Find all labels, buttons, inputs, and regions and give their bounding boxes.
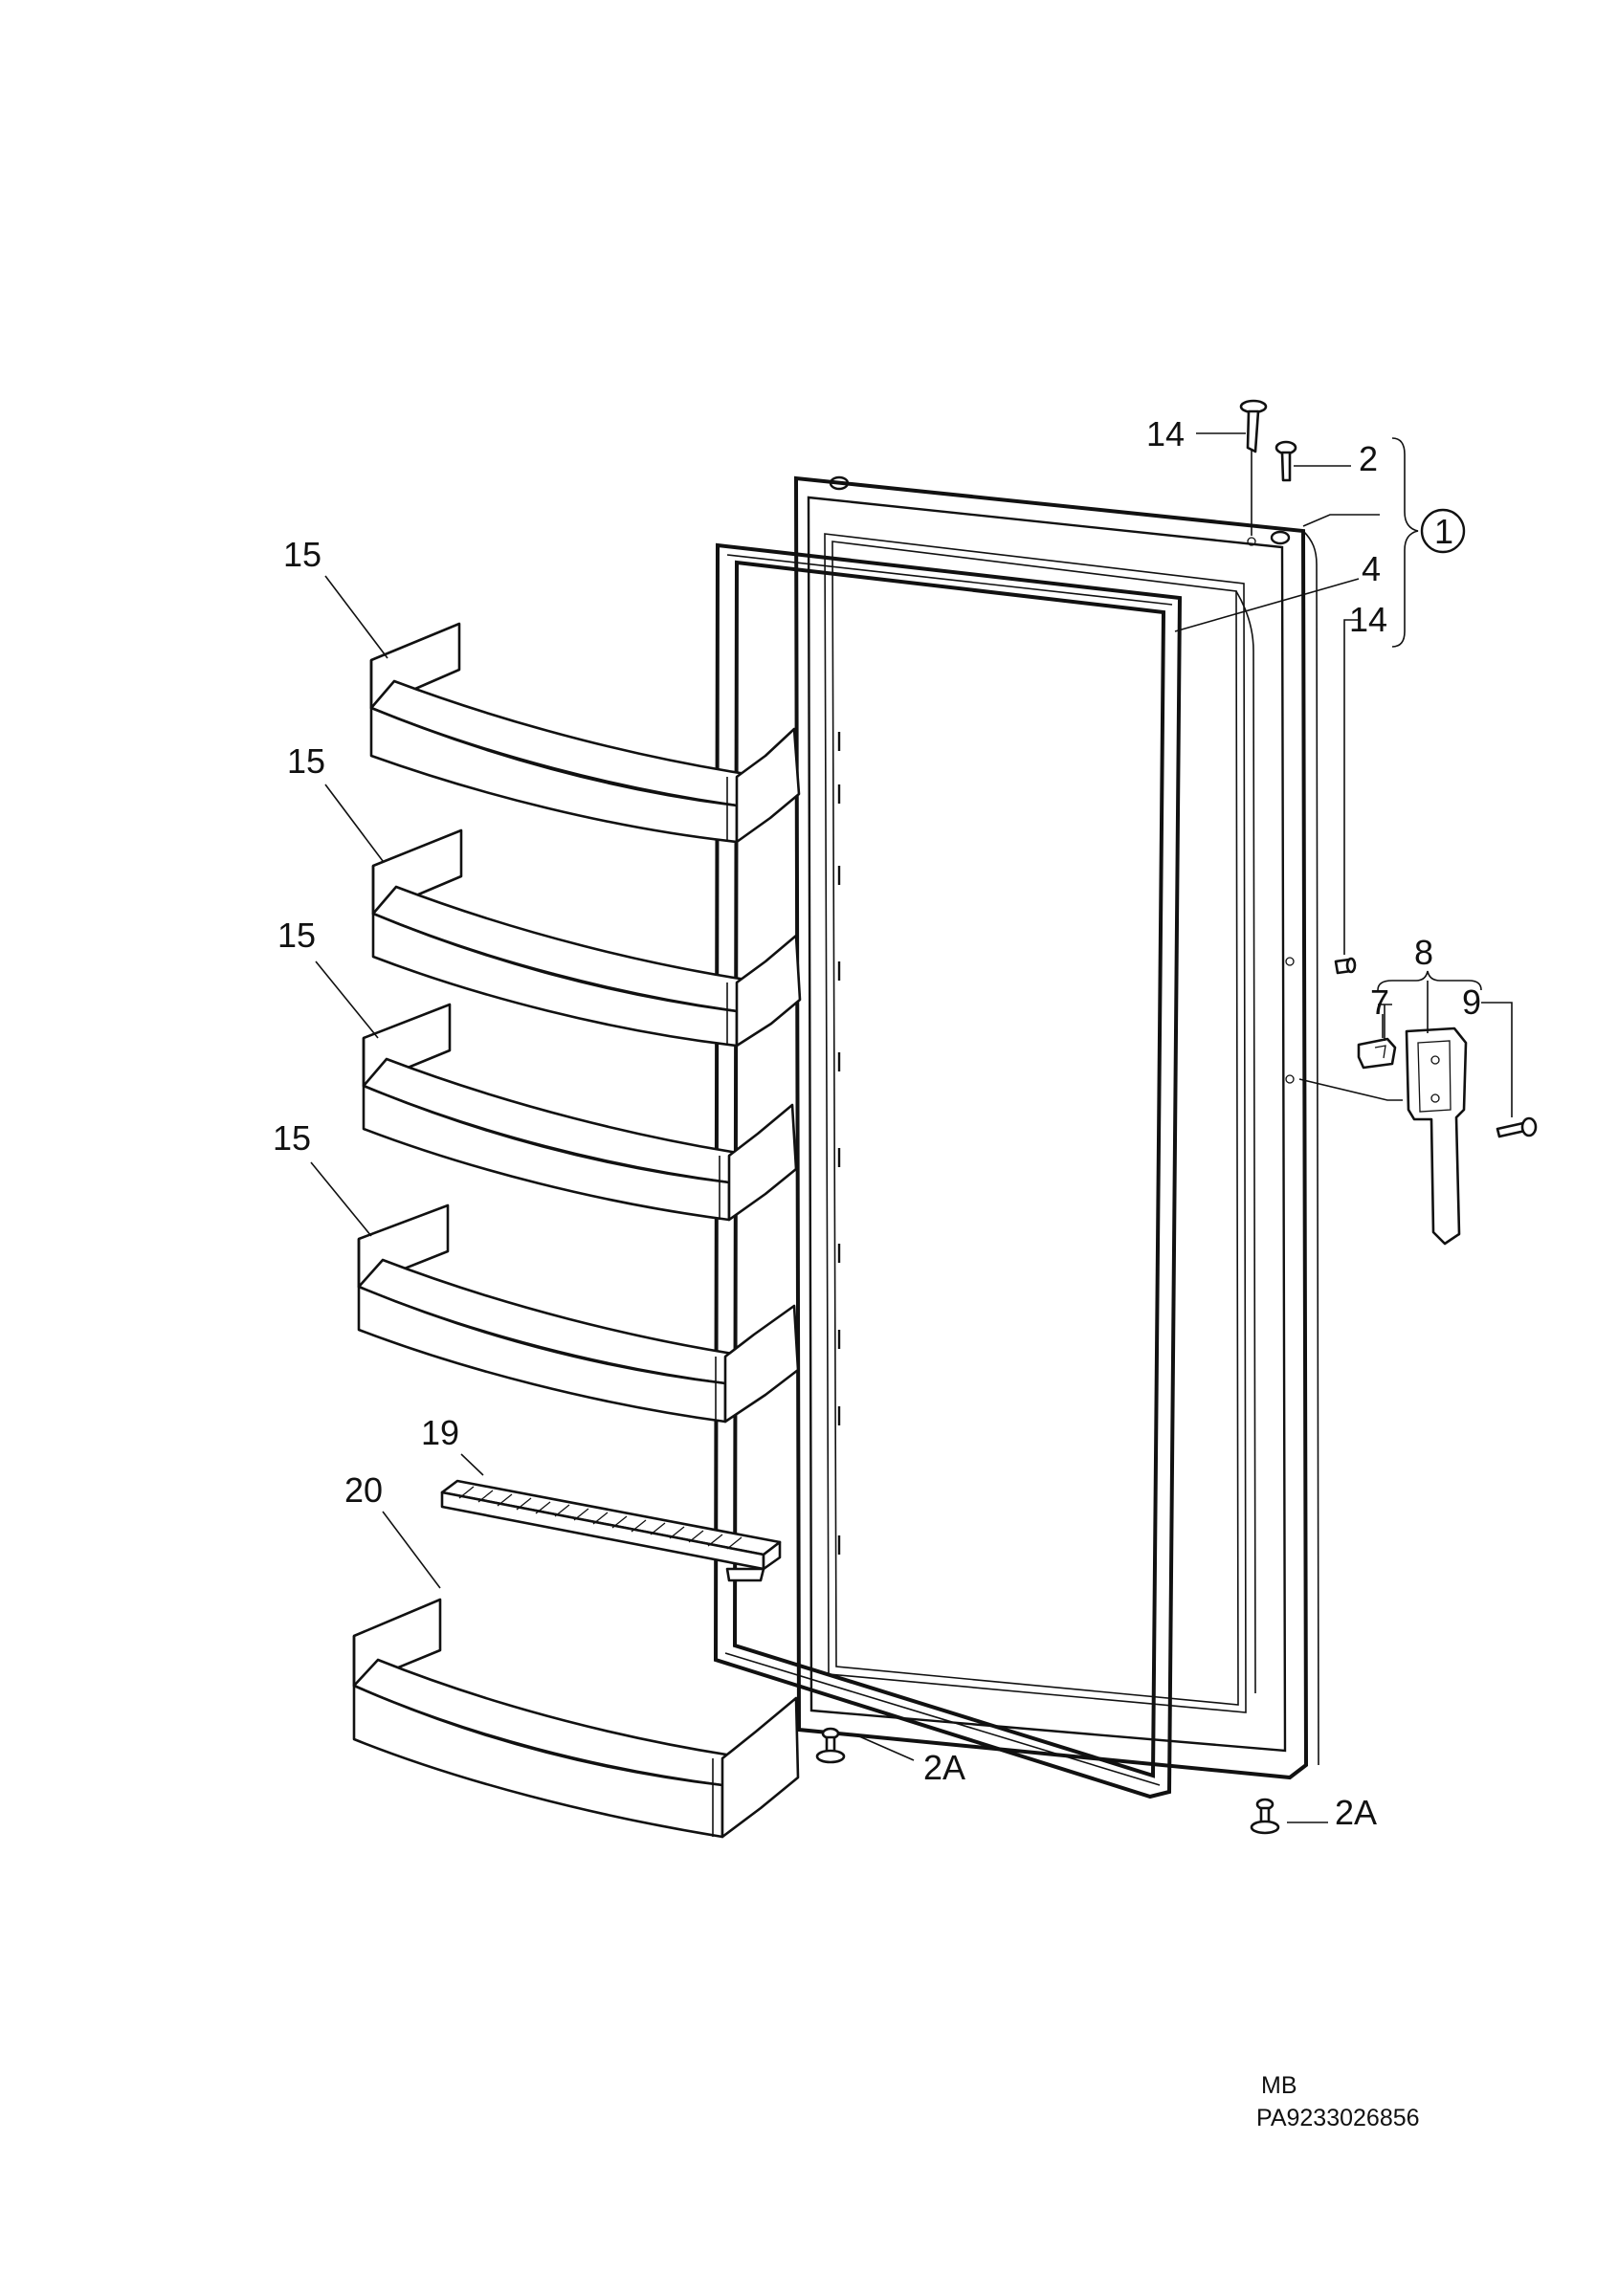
door-rack [440, 1479, 782, 1582]
label-foot-left: 2A [923, 1748, 965, 1787]
drawing-code-line2: PA9233026856 [1256, 2105, 1420, 2131]
label-rack: 19 [421, 1413, 459, 1452]
circled-number-icon [1420, 508, 1466, 554]
handle-cover [1357, 1037, 1397, 1070]
foot-right [1250, 1798, 1280, 1835]
label-shelf-2: 15 [287, 741, 325, 781]
label-handle: 8 [1414, 933, 1433, 972]
door-shelf-4 [357, 1203, 800, 1424]
part-labels: 15 15 15 15 19 20 14 2 1 4 14 8 7 9 2A 2… [273, 414, 1481, 1832]
door-shelf-1 [369, 622, 801, 844]
screw [1496, 1116, 1538, 1138]
door-shelf-3 [362, 1003, 798, 1222]
pin [1274, 440, 1297, 482]
drawing-code: MB PA9233026856 [1256, 2072, 1420, 2131]
label-assembly: 1 [1434, 512, 1453, 551]
drawing-code-line1: MB [1261, 2072, 1297, 2099]
foot-left [815, 1727, 846, 1764]
label-screw: 9 [1462, 982, 1481, 1022]
door-shelf-2 [371, 828, 802, 1048]
label-hinge-pin-side: 14 [1349, 600, 1387, 639]
door-outer-panel [793, 475, 1319, 1780]
label-foot-right: 2A [1335, 1793, 1377, 1832]
label-pin: 2 [1359, 439, 1378, 478]
leader-lines [310, 432, 1513, 1823]
hinge-pin-top [1239, 399, 1268, 453]
handle [1405, 1027, 1468, 1246]
door-bottom-shelf [352, 1598, 800, 1839]
label-shelf-4: 15 [273, 1118, 311, 1158]
hinge-pin-side [1334, 957, 1357, 975]
label-bottom-shelf: 20 [344, 1470, 383, 1510]
door-gasket [713, 542, 1183, 1799]
label-shelf-3: 15 [277, 916, 316, 955]
label-cover: 7 [1370, 982, 1389, 1022]
label-hinge-pin-top: 14 [1146, 414, 1185, 453]
label-gasket: 4 [1362, 549, 1381, 588]
label-shelf-1: 15 [283, 535, 321, 574]
